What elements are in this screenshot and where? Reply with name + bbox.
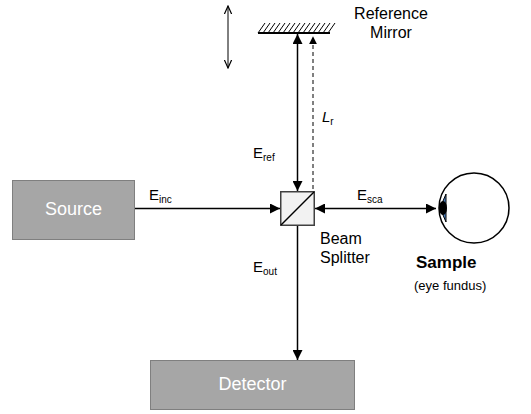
path-length-line xyxy=(313,37,314,189)
sample-eye: Sample(eye fundus) xyxy=(436,172,508,244)
beam-path xyxy=(135,208,280,210)
splitter-plane xyxy=(281,192,314,225)
box-label: Detector xyxy=(151,374,354,396)
translation-arrow xyxy=(228,6,229,68)
reference-mirror: Reference Mirror xyxy=(258,22,330,34)
eye-outline xyxy=(436,172,508,244)
field-label: Einc xyxy=(148,186,173,205)
sample-note: (eye fundus) xyxy=(414,278,504,294)
length-label: Lr xyxy=(321,108,335,127)
field-label: Eout xyxy=(252,258,278,277)
splitter-outline xyxy=(280,191,315,226)
field-label: Esca xyxy=(356,186,384,205)
hatch-stroke xyxy=(328,23,335,33)
pupil xyxy=(439,201,447,215)
mirror-outline xyxy=(258,22,330,34)
source-box: Source xyxy=(12,180,135,240)
eyeball xyxy=(439,173,509,243)
beam-path xyxy=(297,34,299,191)
splitter-cube xyxy=(281,192,315,226)
box-label: Source xyxy=(13,199,134,221)
beam-splitter: Beam Splitter xyxy=(280,191,315,226)
splitter-label: Beam Splitter xyxy=(320,229,384,267)
sample-label: Sample xyxy=(416,253,496,273)
beam-path xyxy=(315,208,436,210)
beam-path xyxy=(297,226,299,360)
mirror-label: Reference Mirror xyxy=(343,4,439,42)
detector-box: Detector xyxy=(150,360,355,410)
field-label: Eref xyxy=(252,144,276,163)
